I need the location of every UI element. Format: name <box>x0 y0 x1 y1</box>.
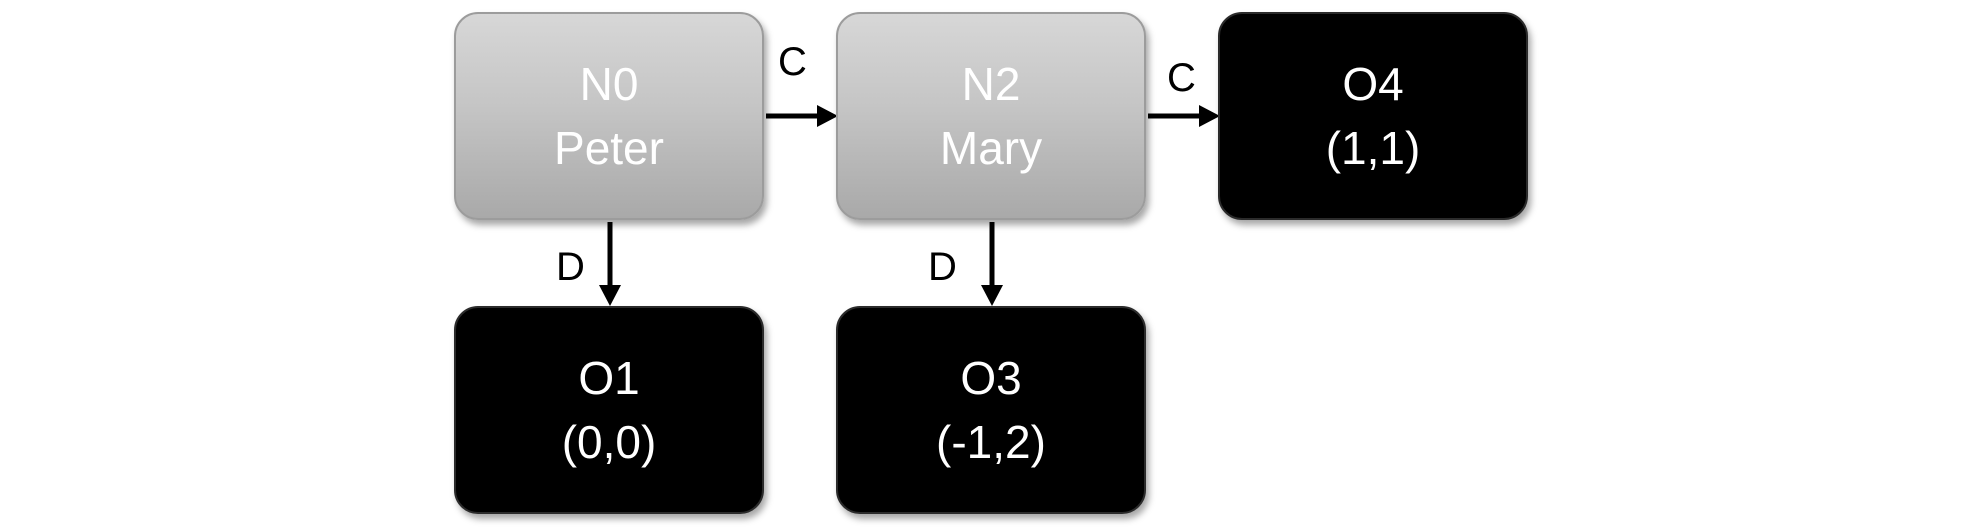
edge-label-n0-n2: C <box>778 40 807 84</box>
edge-label-n2-o4: C <box>1167 56 1196 100</box>
node-label: (-1,2) <box>936 416 1046 468</box>
node-label: (0,0) <box>561 416 657 468</box>
node-o3: O3 (-1,2) <box>836 306 1146 514</box>
edge-n2-to-o4 <box>1148 105 1220 127</box>
edge-n2-to-o3 <box>981 222 1003 306</box>
node-label: Peter <box>554 122 664 174</box>
node-o1: O1 (0,0) <box>454 306 764 514</box>
node-o4: O4 (1,1) <box>1218 12 1528 220</box>
node-id: O1 <box>578 352 640 404</box>
node-n2-mary: N2 Mary <box>836 12 1146 220</box>
node-label: (1,1) <box>1325 122 1421 174</box>
node-n0-peter: N0 Peter <box>454 12 764 220</box>
edge-label-n2-o3: D <box>928 245 957 289</box>
node-id: N0 <box>579 58 639 110</box>
node-id: O3 <box>960 352 1022 404</box>
edge-label-n0-o1: D <box>556 245 585 289</box>
edge-n0-to-n2 <box>766 105 838 127</box>
node-id: O4 <box>1342 58 1404 110</box>
edge-n0-to-o1 <box>599 222 621 306</box>
node-label: Mary <box>939 122 1043 174</box>
node-id: N2 <box>961 58 1021 110</box>
